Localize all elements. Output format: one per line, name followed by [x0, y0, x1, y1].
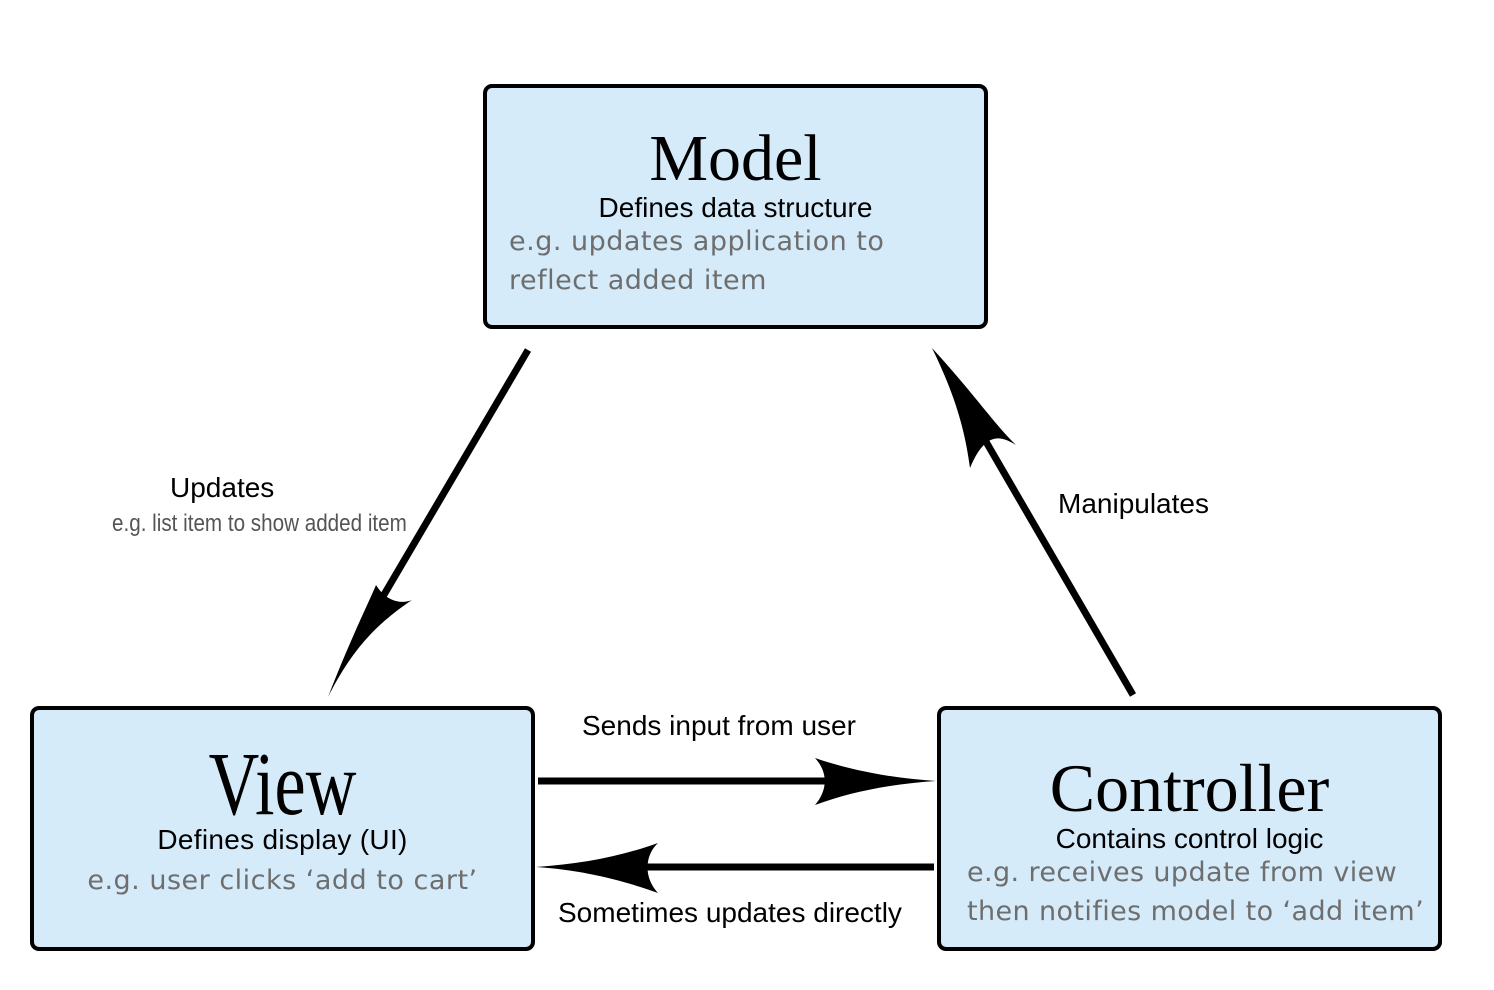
controller-example: e.g. receives update from view then noti… [967, 857, 1425, 928]
controller-title: Controller [1049, 750, 1330, 826]
sends-input-edge-label: Sends input from user [582, 710, 856, 741]
arrow-controller-to-model [932, 348, 1137, 697]
model-title: Model [649, 122, 822, 195]
controller-box: Controller Contains control logic e.g. r… [937, 706, 1442, 951]
updates-edge-example: e.g. list item to show added item [112, 510, 407, 537]
sometimes-updates-edge-label: Sometimes updates directly [558, 897, 902, 928]
model-subtitle: Defines data structure [598, 192, 873, 223]
model-example: e.g. updates application to reflect adde… [509, 226, 885, 297]
manipulates-edge-label: Manipulates [1058, 488, 1209, 519]
arrow-model-to-view [328, 348, 532, 697]
model-box: Model Defines data structure e.g. update… [483, 84, 988, 329]
view-example: e.g. user clicks ‘add to cart’ [87, 865, 478, 896]
updates-edge-label: Updates [170, 472, 275, 503]
view-box: View Defines display (UI) e.g. user clic… [30, 706, 535, 951]
controller-subtitle: Contains control logic [1055, 823, 1324, 854]
arrow-controller-to-view [536, 843, 934, 893]
view-title: View [208, 735, 357, 834]
arrow-view-to-controller [538, 758, 936, 805]
view-subtitle: Defines display (UI) [157, 824, 408, 855]
